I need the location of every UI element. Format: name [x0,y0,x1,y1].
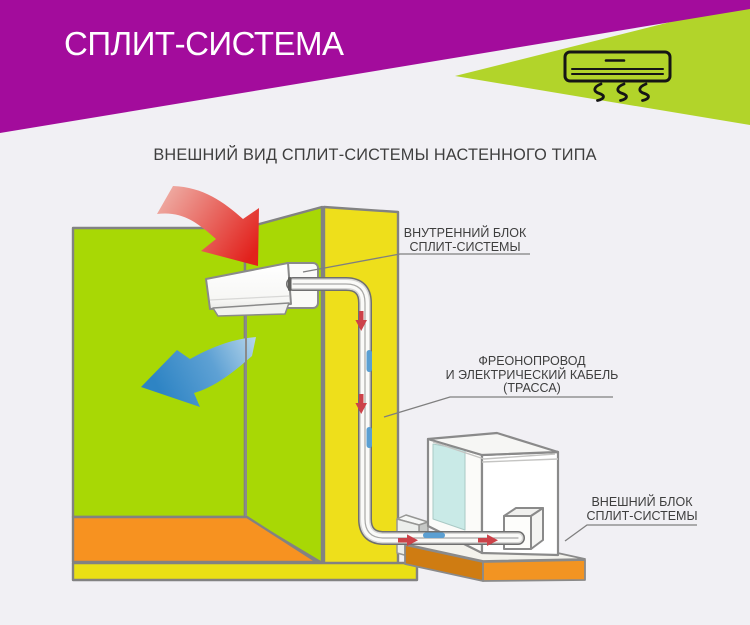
route-label-line2: И ЭЛЕКТРИЧЕСКИЙ КАБЕЛЬ [445,367,619,382]
outdoor-unit-top-rim [432,441,556,460]
indoor-unit-bottom-flap [212,302,290,317]
flow-markers [355,311,498,546]
outdoor-unit-label: ВНЕШНИЙ БЛОК СПЛИТ-СИСТЕМЫ [565,495,719,523]
leader-lines [302,253,697,542]
header-magenta-banner [0,0,750,133]
indoor-unit-label: ВНУТРЕННИЙ БЛОК СПЛИТ-СИСТЕМЫ [380,226,550,254]
ac-icon-airflow-wave [638,82,650,102]
route-label: ФРЕОНОПРОВОД И ЭЛЕКТРИЧЕСКИЙ КАБЕЛЬ (ТРА… [430,354,634,396]
ac-icon-airflow-wave [593,82,605,102]
outdoor-unit-label-line1: ВНЕШНИЙ БЛОК [591,495,693,509]
outdoor-unit-grille-panel [432,443,466,531]
flow-capsule-blue [366,350,372,372]
route-label-line3: (ТРАССА) [503,381,561,395]
page-title: СПЛИТ-СИСТЕМА [64,25,344,62]
outdoor-unit-top-face [426,431,560,457]
route-label-leader [383,396,613,418]
indoor-label-leader [302,253,530,273]
outdoor-unit-label-line2: СПЛИТ-СИСТЕМЫ [586,508,698,523]
ac-icon-body [563,50,672,83]
outdoor-label-leader [564,524,697,542]
indoor-unit-vent-crease [209,295,290,301]
cool-air-arrow [141,337,256,407]
indoor-unit-label-line1: ВНУТРЕННИЙ БЛОК [403,226,527,240]
flow-capsule-blue [366,427,372,448]
outdoor-unit-lid-line [481,458,559,463]
pipe-socket [288,277,292,291]
flow-arrow-red-right [478,534,498,546]
ac-icon-airflow-wave [616,82,628,102]
route-label-line1: ФРЕОНОПРОВОД [478,354,586,368]
indoor-unit-label-line2: СПЛИТ-СИСТЕМЫ [409,239,521,254]
refrigerant-line [286,277,525,545]
diagram-subtitle: ВНЕШНИЙ ВИД СПЛИТ-СИСТЕМЫ НАСТЕННОГО ТИП… [153,146,597,164]
hot-air-arrow [157,186,259,266]
flow-arrow-red-down [355,394,367,414]
flow-arrow-red-down [355,311,367,331]
flow-arrow-red-right [398,534,418,546]
header-lime-triangle [455,2,750,125]
air-conditioner-icon [563,50,672,102]
outdoor-base-front [482,559,586,582]
flow-capsule-blue [423,532,445,538]
pipe-divider [292,283,519,539]
ground-strip [71,561,419,582]
